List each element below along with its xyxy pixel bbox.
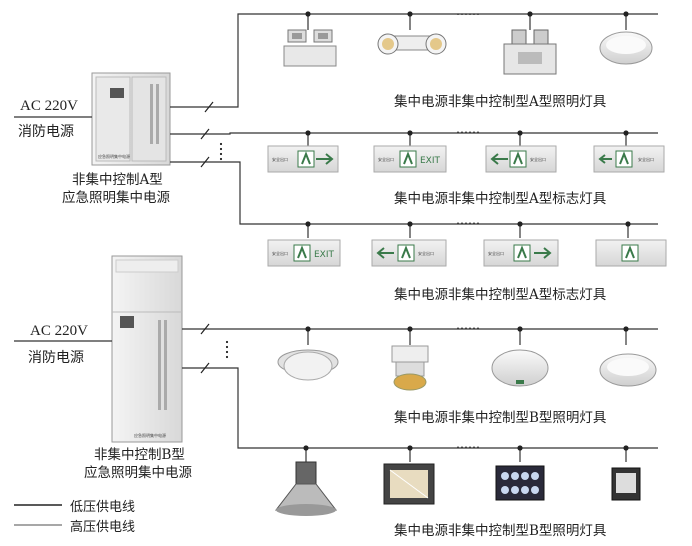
cabinet-b: 应急照明集中电源: [111, 255, 183, 443]
square-flood-light: [611, 467, 641, 501]
row4-fixtures: [277, 345, 657, 391]
row5-caption: 集中电源非集中控制型B型照明灯具: [394, 523, 607, 539]
svg-text:应急照明集中电源: 应急照明集中电源: [134, 432, 166, 438]
svg-text:安全出口: 安全出口: [378, 156, 394, 162]
downlight: [277, 349, 339, 381]
power-label-b-sub: 消防电源: [28, 350, 84, 366]
exit-sign-left-arrow-2: 安全出口: [371, 239, 447, 267]
exit-text-2: EXIT: [314, 250, 335, 260]
power-label-b: AC 220V: [30, 323, 88, 339]
svg-text:安全出口: 安全出口: [272, 156, 288, 162]
exit-sign-left-arrow: 安全出口: [485, 145, 557, 173]
svg-text:安全出口: 安全出口: [638, 156, 654, 162]
svg-text:安全出口: 安全出口: [488, 250, 504, 256]
legend-low-voltage-label: 低压供电线: [70, 500, 136, 515]
row2-caption: 集中电源非集中控制型A型标志灯具: [394, 191, 607, 207]
ellipsis-row4: ……: [456, 318, 480, 332]
ceiling-disc-light-b: [599, 353, 657, 387]
row4-caption: 集中电源非集中控制型B型照明灯具: [394, 410, 607, 426]
exit-text: EXIT: [420, 156, 441, 166]
exit-sign-right-arrow: 安全出口: [267, 145, 339, 173]
round-ceiling-light: [491, 349, 549, 387]
junction-dots: [303, 11, 631, 451]
high-power-lamp: [391, 345, 429, 391]
ellipsis-row2: ……: [456, 122, 480, 136]
row3-exit-signs: 安全出口 EXIT 安全出口 安全出口: [267, 239, 667, 267]
vertical-continuation-dots: [219, 142, 229, 359]
row2-exit-signs: 安全出口 安全出口 EXIT 安全出口 安全出口: [267, 145, 665, 173]
ellipsis-row1: ……: [456, 4, 480, 18]
power-label-a: AC 220V: [20, 98, 78, 114]
cabinet-a-caption-1: 非集中控制A型: [72, 172, 163, 188]
twin-head-emergency-light: [283, 29, 337, 67]
svg-text:安全出口: 安全出口: [418, 250, 434, 256]
ceiling-disc-light: [599, 31, 653, 65]
row1-caption: 集中电源非集中控制型A型照明灯具: [394, 94, 607, 110]
twin-spot-emergency-light: [377, 33, 447, 55]
exit-sign-plain: [595, 239, 667, 267]
cabinet-b-caption-2: 应急照明集中电源: [84, 465, 192, 481]
row3-caption: 集中电源非集中控制型A型标志灯具: [394, 287, 607, 303]
cabinet-a-caption-2: 应急照明集中电源: [62, 190, 170, 206]
cabinet-b-caption-1: 非集中控制B型: [94, 447, 185, 463]
exit-sign-text: 安全出口 EXIT: [373, 145, 447, 173]
flood-light: [383, 463, 435, 505]
exit-sign-text-2: 安全出口 EXIT: [267, 239, 341, 267]
exit-sign-right-arrow-2: 安全出口: [483, 239, 559, 267]
line-slash-marks: [200, 101, 214, 374]
power-label-a-sub: 消防电源: [18, 124, 74, 140]
exit-sign-left-small: 安全出口: [593, 145, 665, 173]
ellipsis-row5: ……: [456, 437, 480, 451]
svg-text:安全出口: 安全出口: [530, 156, 546, 162]
cabinet-a: 应急照明集中电源: [91, 72, 171, 166]
high-bay-light: [274, 461, 338, 516]
row5-fixtures: [274, 461, 641, 516]
ellipsis-row3: ……: [456, 213, 480, 227]
multi-led-panel: [495, 465, 545, 501]
svg-text:安全出口: 安全出口: [272, 250, 288, 256]
legend-high-voltage-label: 高压供电线: [70, 520, 136, 535]
svg-text:应急照明集中电源: 应急照明集中电源: [98, 153, 130, 159]
explosion-proof-emergency-light: [503, 29, 557, 75]
row1-fixtures: [283, 29, 653, 75]
